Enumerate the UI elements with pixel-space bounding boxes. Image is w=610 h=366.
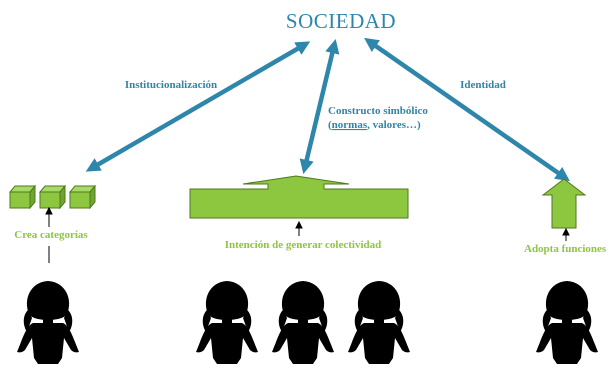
- title-sociedad: SOCIEDAD: [286, 9, 396, 33]
- small-arrow-right-head: [562, 227, 570, 236]
- cube-icon: [68, 184, 97, 210]
- label-paren-open: (: [328, 119, 332, 131]
- label-institucionalizacion: Institucionalización: [125, 79, 217, 91]
- double-headed-arrow-icon-left: [85, 41, 311, 172]
- cube-icon-group: [8, 184, 97, 210]
- label-identidad: Identidad: [460, 79, 506, 91]
- label-normas-valores: (normas, valores…): [328, 119, 421, 131]
- cube-icon: [8, 184, 37, 210]
- person-silhouette-icon: [536, 281, 598, 364]
- double-headed-arrow-icon-center: [299, 38, 340, 175]
- caption-adopta-funciones: Adopta funciones: [524, 243, 607, 255]
- double-headed-arrow-icon-right: [364, 37, 570, 182]
- label-valores: , valores…): [367, 119, 421, 131]
- block-arrow-up-icon-center: [189, 175, 409, 219]
- block-arrow-up-icon-right: [541, 178, 587, 229]
- person-silhouette-icon: [348, 281, 410, 364]
- caption-crea-categorias: Crea categorías: [14, 229, 88, 241]
- cube-icon: [38, 184, 67, 210]
- small-arrow-center-head: [295, 220, 303, 229]
- person-silhouette-icon: [272, 281, 334, 364]
- person-silhouette-icon: [17, 281, 79, 364]
- caption-intencion-colectividad: Intención de generar colectividad: [225, 239, 382, 251]
- small-arrow-left-head: [45, 206, 53, 215]
- person-silhouette-icon: [196, 281, 258, 364]
- label-constructo-simbolico: Constructo simbólico: [328, 105, 428, 117]
- label-normas: normas: [332, 119, 368, 131]
